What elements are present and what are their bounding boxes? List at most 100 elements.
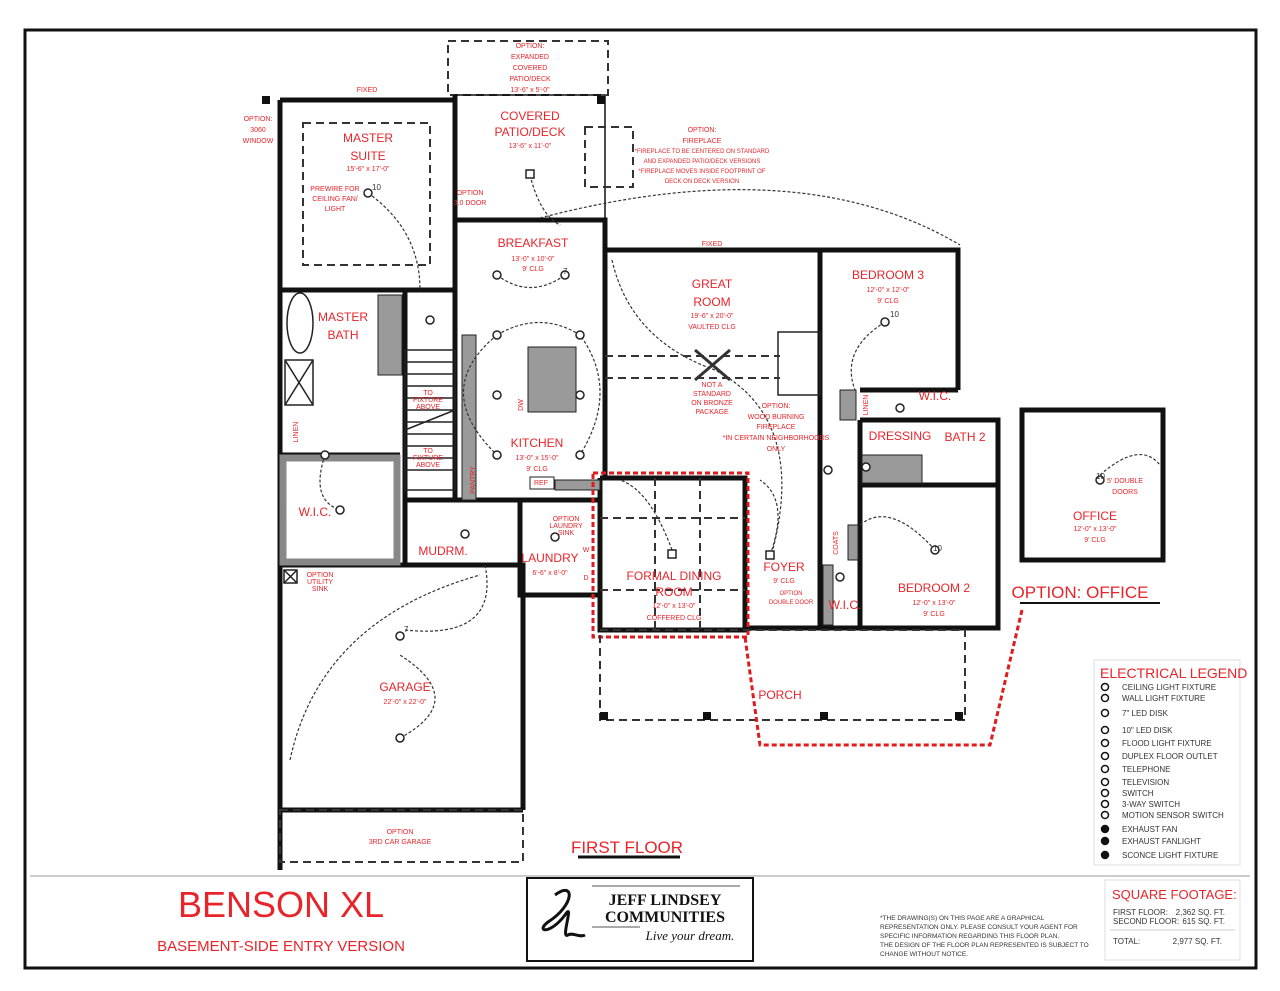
- svg-text:OPTION: OPTION: [553, 516, 580, 523]
- stairs: [404, 349, 456, 491]
- svg-text:GREAT: GREAT: [692, 277, 733, 291]
- prewire-note: PREWIRE FOR CEILING FAN/ LIGHT: [310, 186, 359, 213]
- legend-label: EXHAUST FAN: [1122, 825, 1178, 834]
- svg-text:GARAGE: GARAGE: [379, 680, 430, 694]
- room-office: OFFICE 12'-0" x 13'-0" 9' CLG: [1073, 509, 1117, 544]
- wood-fireplace-option: [777, 331, 821, 396]
- svg-text:MASTER: MASTER: [318, 310, 368, 324]
- led-disk-icons: [320, 188, 1105, 743]
- svg-text:9' CLG: 9' CLG: [773, 578, 795, 585]
- svg-text:COVERED: COVERED: [513, 65, 548, 72]
- svg-text:ONLY: ONLY: [767, 446, 786, 453]
- svg-text:BEDROOM 2: BEDROOM 2: [898, 581, 970, 595]
- svg-text:13'-0" x 10'-0": 13'-0" x 10'-0": [511, 256, 555, 263]
- svg-text:5' DOUBLE: 5' DOUBLE: [1107, 478, 1143, 485]
- svg-text:PATIO/DECK: PATIO/DECK: [509, 76, 551, 83]
- svg-text:MASTER: MASTER: [343, 131, 393, 145]
- legend-item: SCONCE LIGHT FIXTURE: [1100, 850, 1218, 860]
- svg-text:LIGHT: LIGHT: [325, 206, 346, 213]
- ceiling-fan-icon: [694, 348, 731, 382]
- office-doors-note: 5' DOUBLE DOORS: [1107, 478, 1143, 496]
- svg-text:SUITE: SUITE: [350, 149, 385, 163]
- kitchen-island: [527, 346, 577, 413]
- svg-text:OPTION: OPTION: [457, 190, 484, 197]
- pantry-label: PANTRY: [470, 466, 477, 494]
- room-master-bath: MASTER BATH: [318, 310, 368, 342]
- legend-item: CEILING LIGHT FIXTURE: [1100, 682, 1216, 692]
- master-tray-ceiling: [302, 122, 431, 266]
- legend-item: EXHAUST FAN: [1100, 824, 1178, 834]
- wic-closet-shelving: [279, 454, 401, 566]
- svg-text:SINK: SINK: [312, 586, 329, 593]
- formal-dining-highlight: [591, 471, 750, 639]
- square-footage: SQUARE FOOTAGE: FIRST FLOOR: 2,362 SQ. F…: [1104, 879, 1241, 961]
- room-kitchen: KITCHEN 13'-0" x 15'-0" 9' CLG: [511, 436, 564, 473]
- electrical-legend: ELECTRICAL LEGEND CEILING LIGHT FIXTUREW…: [1093, 659, 1247, 866]
- svg-text:BREAKFAST: BREAKFAST: [498, 236, 569, 250]
- room-master-suite: MASTER SUITE 15'-6" x 17'-0": [343, 131, 393, 173]
- svg-text:9' CLG: 9' CLG: [923, 611, 945, 618]
- svg-text:12'-0" x 13'-0": 12'-0" x 13'-0": [912, 600, 956, 607]
- legend-label: CEILING LIGHT FIXTURE: [1122, 683, 1216, 692]
- legend-label: SCONCE LIGHT FIXTURE: [1122, 851, 1218, 860]
- legend-item: FLOOD LIGHT FIXTURE: [1100, 738, 1212, 748]
- svg-text:FOYER: FOYER: [763, 560, 805, 574]
- svg-text:REPRESENTATION ONLY. PLEASE CO: REPRESENTATION ONLY. PLEASE CONSULT YOUR…: [880, 924, 1078, 931]
- svg-text:DOUBLE DOOR: DOUBLE DOOR: [769, 600, 814, 606]
- room-bedroom3-wic: W.I.C.: [919, 389, 952, 403]
- svg-text:FIREPLACE: FIREPLACE: [757, 424, 796, 431]
- svg-text:OPTION: OPTION: [387, 829, 414, 836]
- legend-label: MOTION SENSOR SWITCH: [1122, 811, 1224, 820]
- room-porch: PORCH: [758, 688, 801, 702]
- room-breakfast: BREAKFAST 13'-0" x 10'-0" 9' CLG: [498, 236, 569, 273]
- legend-label: WALL LIGHT FIXTURE: [1122, 694, 1205, 703]
- svg-text:BEDROOM 3: BEDROOM 3: [852, 268, 924, 282]
- svg-text:THE DESIGN OF THE FLOOR PLAN R: THE DESIGN OF THE FLOOR PLAN REPRESENTED…: [880, 942, 1089, 949]
- svg-text:9' CLG: 9' CLG: [877, 298, 899, 305]
- svg-text:12'-0" x 12'-0": 12'-0" x 12'-0": [866, 287, 910, 294]
- dryer-label: D: [583, 575, 588, 582]
- legend-label: FLOOD LIGHT FIXTURE: [1122, 739, 1212, 748]
- svg-text:SINK: SINK: [558, 530, 575, 537]
- svg-text:OPTION:: OPTION:: [688, 127, 717, 134]
- svg-text:PREWIRE FOR: PREWIRE FOR: [310, 186, 359, 193]
- svg-text:*THE DRAWING(S) ON THIS PAGE A: *THE DRAWING(S) ON THIS PAGE ARE A GRAPH…: [880, 915, 1045, 922]
- svg-text:6'-6" x 8'-0": 6'-6" x 8'-0": [532, 570, 568, 577]
- wall-light-icon: [1100, 693, 1110, 703]
- svg-text:Live your dream.: Live your dream.: [645, 928, 735, 943]
- svg-text:DECK ON DECK VERSION: DECK ON DECK VERSION: [665, 179, 739, 185]
- svg-text:OPTION: OPTION: [307, 572, 334, 579]
- bathtub: [286, 292, 314, 354]
- svg-text:BATH: BATH: [327, 328, 358, 342]
- refrigerator: [529, 476, 555, 490]
- lamp-size-label: 10: [1096, 472, 1105, 481]
- lamp-size-label: 7: [404, 625, 409, 634]
- svg-text:2,362 SQ. FT.: 2,362 SQ. FT.: [1176, 908, 1225, 917]
- svg-text:OPTION: OPTION: [779, 591, 802, 597]
- svg-text:LAUNDRY: LAUNDRY: [549, 523, 583, 530]
- svg-text:COFFERED CLG: COFFERED CLG: [647, 615, 702, 622]
- disclaimer: *THE DRAWING(S) ON THIS PAGE ARE A GRAPH…: [880, 915, 1089, 958]
- legend-item: 10" LED DISK: [1100, 725, 1173, 735]
- svg-text:ROOM: ROOM: [655, 585, 692, 599]
- dishwasher-label: DW: [518, 399, 525, 411]
- svg-text:12'-0" x 13'-0": 12'-0" x 13'-0": [1073, 526, 1117, 533]
- window-option-note: OPTION: 3060 WINDOW: [243, 116, 274, 145]
- porch-outline: [599, 629, 966, 721]
- svg-text:9' CLG: 9' CLG: [522, 266, 544, 273]
- room-dressing: DRESSING: [869, 429, 932, 443]
- led-disk-10-icon: [1100, 725, 1110, 735]
- legend-label: TELEVISION: [1122, 778, 1169, 787]
- room-bath-2: BATH 2: [944, 430, 985, 444]
- fan-note: NOT A STANDARD ON BRONZE PACKAGE: [691, 382, 733, 416]
- svg-text:FIRST FLOOR:: FIRST FLOOR:: [1113, 908, 1168, 917]
- master-vanity: [377, 294, 403, 376]
- svg-text:VAULTED CLG: VAULTED CLG: [688, 324, 736, 331]
- room-formal-dining: FORMAL DINING ROOM 12'-0" x 13'-0" COFFE…: [627, 569, 722, 622]
- floor-label: FIRST FLOOR: [571, 838, 683, 857]
- floor-outlet-icon: [1100, 751, 1110, 761]
- refrigerator-label: REF: [534, 480, 548, 487]
- svg-text:*FIREPLACE TO BE CENTERED ON S: *FIREPLACE TO BE CENTERED ON STANDARD: [635, 149, 770, 155]
- exhaust-fanlight-icon: [1100, 836, 1110, 846]
- plan-title: BENSON XL: [178, 884, 384, 925]
